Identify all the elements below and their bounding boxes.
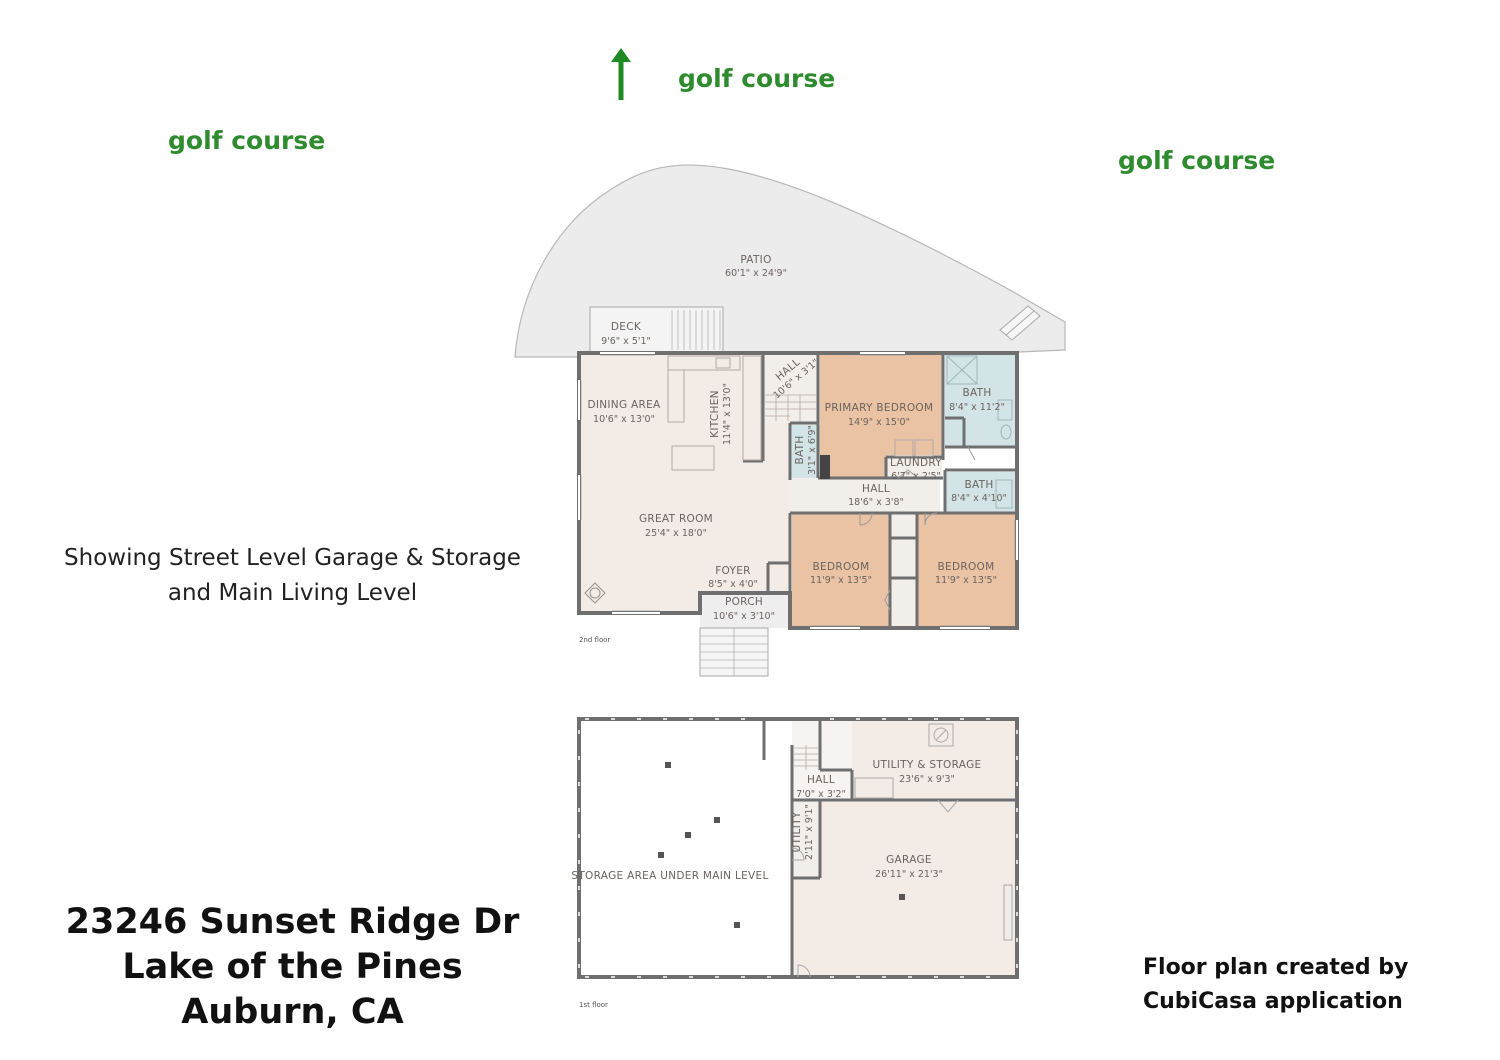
hall-bath-fill	[945, 472, 1017, 512]
utility-storage-label: UTILITY & STORAGE	[873, 759, 982, 771]
lower-interior-walls	[762, 719, 1017, 977]
porch-fill	[700, 593, 790, 628]
golf-course-label-top: golf course	[678, 64, 836, 93]
living-area-fill	[579, 353, 818, 613]
great-room-label: GREAT ROOM	[639, 513, 713, 525]
patio-dims: 60'1" x 24'9"	[725, 268, 787, 279]
hall-stairs	[765, 394, 817, 421]
address-community: Lake of the Pines	[122, 947, 463, 987]
lower-windows	[578, 718, 1018, 978]
address-city: Auburn, CA	[181, 992, 404, 1032]
closet-fill	[890, 514, 917, 628]
small-bath-label: BATH	[794, 435, 806, 464]
dining-dims: 10'6" x 13'0"	[593, 414, 655, 425]
porch-dims: 10'6" x 3'10"	[713, 611, 775, 622]
hall-mid-dims: 18'6" x 3'8"	[848, 497, 904, 508]
support-posts	[658, 762, 905, 928]
credit-line-2: CubiCasa application	[1143, 989, 1403, 1014]
caption-line-1: Showing Street Level Garage & Storage	[64, 545, 521, 571]
lower-stairs	[794, 745, 818, 770]
floorplan-credit: Floor plan created by CubiCasa applicati…	[1143, 951, 1443, 1019]
dining-label: DINING AREA	[587, 399, 661, 411]
utility-label: UTILITY	[791, 811, 803, 852]
lower-floor-label: 1st floor	[579, 1001, 608, 1009]
hall-fill	[790, 478, 940, 513]
bedroom-2-label: BEDROOM	[938, 561, 995, 573]
laundry-fill	[887, 455, 942, 477]
garage-fill	[792, 800, 1017, 977]
storage-area-fill	[579, 719, 792, 977]
bedroom-1-fill	[792, 514, 889, 628]
laundry-label: LAUNDRY	[890, 457, 942, 469]
primary-bath-fill	[945, 355, 1017, 447]
golf-course-label-left: golf course	[168, 126, 326, 155]
north-arrow-icon	[606, 46, 636, 102]
deck-stairs	[671, 310, 721, 350]
bedroom-2-fill	[918, 514, 1017, 628]
water-heater-icon	[928, 723, 954, 747]
great-room-dims: 25'4" x 18'0"	[645, 528, 707, 539]
primary-bath-dims: 8'4" x 11'2"	[949, 402, 1005, 413]
utility-storage-dims: 23'6" x 9'3"	[899, 774, 955, 785]
bath-fixtures	[946, 355, 1013, 509]
patio-label: PATIO	[740, 254, 771, 266]
bedroom-1-dims: 11'9" x 13'5"	[810, 575, 872, 586]
lower-hall-fill	[792, 719, 852, 799]
hall-mid-label: HALL	[862, 483, 890, 495]
golf-course-label-right: golf course	[1118, 146, 1276, 175]
deck-dims: 9'6" x 5'1"	[601, 336, 651, 347]
kitchen-label: KITCHEN	[709, 390, 721, 438]
kitchen-fixtures	[667, 355, 762, 471]
upper-windows	[578, 352, 1018, 629]
kitchen-dims: 11'4" x 13'0"	[722, 383, 733, 445]
door-swings	[859, 446, 976, 611]
fireplace-icon	[584, 582, 606, 604]
upper-floor: PATIO 60'1" x 24'9" DECK 9'6" x 5'1" DIN…	[514, 164, 1066, 677]
small-bath-dims: 3'1" x 6'9"	[807, 425, 818, 475]
upper-floor-label: 2nd floor	[579, 636, 611, 644]
hall-bath-label: BATH	[964, 479, 993, 491]
garage-label: GARAGE	[886, 854, 932, 866]
foyer-dims: 8'5" x 4'0"	[708, 579, 758, 590]
patio-steps	[999, 305, 1041, 341]
hall-bath-dims: 8'4" x 4'10"	[951, 493, 1007, 504]
lower-room-labels: STORAGE AREA UNDER MAIN LEVEL UTILITY & …	[571, 759, 981, 1009]
garage-dims: 26'11" x 21'3"	[875, 869, 943, 880]
foyer-label: FOYER	[715, 565, 751, 577]
address-street: 23246 Sunset Ridge Dr	[65, 902, 520, 942]
lower-hall-label: HALL	[807, 774, 835, 786]
deck-label: DECK	[611, 321, 642, 333]
laundry-dims: 6'7" x 2'5"	[891, 471, 941, 482]
upper-interior-walls	[743, 353, 1017, 628]
bedroom-2-dims: 11'9" x 13'5"	[935, 575, 997, 586]
level-caption: Showing Street Level Garage & Storage an…	[40, 541, 545, 611]
property-address: 23246 Sunset Ridge Dr Lake of the Pines …	[40, 900, 545, 1035]
lower-hall-dims: 7'0" x 3'2"	[796, 789, 846, 800]
utility-fill	[792, 800, 820, 878]
lower-floor: STORAGE AREA UNDER MAIN LEVEL UTILITY & …	[571, 717, 1019, 1009]
caption-line-2: and Main Living Level	[167, 580, 418, 606]
bedroom-1-label: BEDROOM	[813, 561, 870, 573]
credit-line-1: Floor plan created by	[1143, 955, 1409, 980]
storage-area-label: STORAGE AREA UNDER MAIN LEVEL	[571, 870, 768, 882]
porch-label: PORCH	[725, 596, 763, 608]
utility-dims: 2'11" x 9'1"	[804, 804, 815, 860]
primary-bath-label: BATH	[962, 387, 991, 399]
primary-bedroom-label: PRIMARY BEDROOM	[825, 402, 934, 414]
small-bath-fill	[790, 425, 820, 478]
deck-area	[589, 306, 724, 353]
primary-bedroom-dims: 14'9" x 15'0"	[848, 417, 910, 428]
